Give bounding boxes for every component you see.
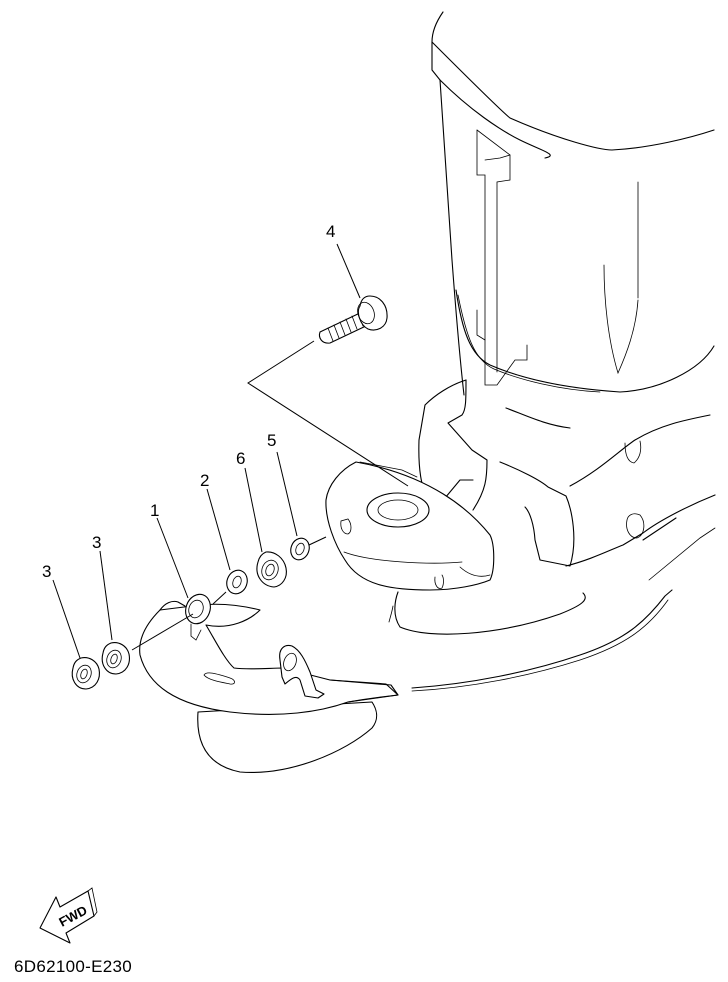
diagram-code: 6D62100-E230	[14, 957, 132, 976]
callout-4[interactable]: 4	[326, 222, 336, 241]
flange-nut-part-6	[244, 467, 287, 588]
washer-part-5	[276, 451, 327, 561]
callout-5[interactable]: 5	[267, 431, 277, 450]
callout-2[interactable]: 2	[200, 471, 210, 490]
callout-1[interactable]: 1	[150, 501, 160, 520]
callout-3-upper[interactable]: 3	[92, 533, 102, 552]
nut-part-3a	[99, 550, 194, 675]
callout-6[interactable]: 6	[236, 449, 246, 468]
lower-case-housing	[431, 11, 715, 396]
callout-3-lower[interactable]: 3	[42, 562, 52, 581]
washer-part-2	[206, 488, 248, 605]
mounting-boss	[325, 461, 495, 591]
gear-case	[388, 379, 716, 692]
forward-arrow-icon: FWD	[39, 887, 98, 944]
bolt-part-4	[247, 243, 409, 487]
trim-tab-part-1	[139, 517, 399, 773]
nut-part-3b	[52, 579, 100, 690]
